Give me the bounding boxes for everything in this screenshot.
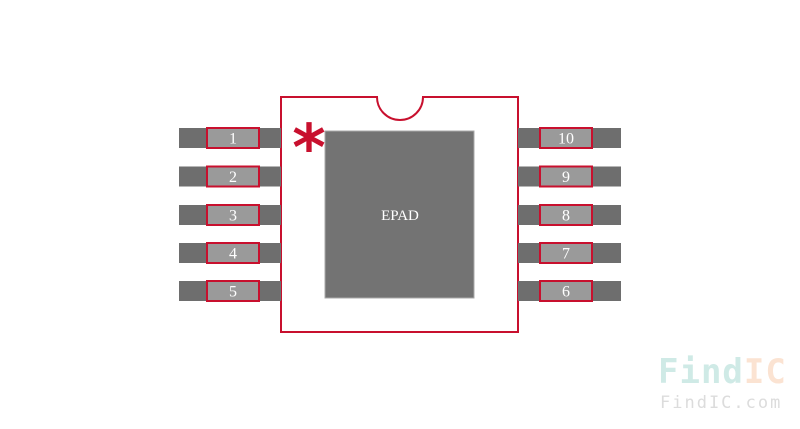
pin-9: 9 bbox=[518, 165, 621, 188]
pin-pad bbox=[206, 204, 260, 226]
pin-number: 1 bbox=[229, 131, 237, 148]
watermark-logo: FindIC bbox=[658, 352, 787, 392]
pin-pad bbox=[206, 242, 260, 264]
pin-pad bbox=[539, 127, 593, 149]
pin-5: 5 bbox=[179, 280, 281, 302]
pin1-marker-icon: * bbox=[292, 112, 325, 186]
pin-pad bbox=[539, 280, 593, 302]
pin-1: 1 bbox=[179, 127, 281, 149]
watermark-url: FindIC.com bbox=[660, 393, 783, 413]
pin-number: 4 bbox=[229, 246, 237, 263]
pin-8: 8 bbox=[518, 204, 621, 226]
pin-2: 2 bbox=[179, 165, 281, 188]
pin-number: 10 bbox=[558, 131, 574, 148]
pin-pad bbox=[206, 127, 260, 149]
pin-10: 10 bbox=[518, 127, 621, 149]
pin-number: 3 bbox=[229, 208, 237, 225]
pin-number: 5 bbox=[229, 284, 237, 301]
pin-pad bbox=[539, 204, 593, 226]
pin-pad bbox=[539, 242, 593, 264]
pin-pad bbox=[206, 165, 260, 188]
pin-number: 8 bbox=[562, 208, 570, 225]
pin-number: 6 bbox=[562, 284, 570, 301]
pin-3: 3 bbox=[179, 204, 281, 226]
pin-pad bbox=[206, 280, 260, 302]
pin-number: 9 bbox=[562, 169, 570, 186]
pin-4: 4 bbox=[179, 242, 281, 264]
watermark-ic: IC bbox=[743, 352, 787, 392]
package-body-outline bbox=[280, 96, 519, 333]
pin-number: 7 bbox=[562, 246, 570, 263]
pin-6: 6 bbox=[518, 280, 621, 302]
pin-pad bbox=[539, 165, 593, 188]
watermark-find: Find bbox=[658, 352, 744, 392]
pin-number: 2 bbox=[229, 169, 237, 186]
exposed-pad bbox=[324, 130, 475, 299]
pin-7: 7 bbox=[518, 242, 621, 264]
epad-label: EPAD bbox=[381, 208, 419, 224]
